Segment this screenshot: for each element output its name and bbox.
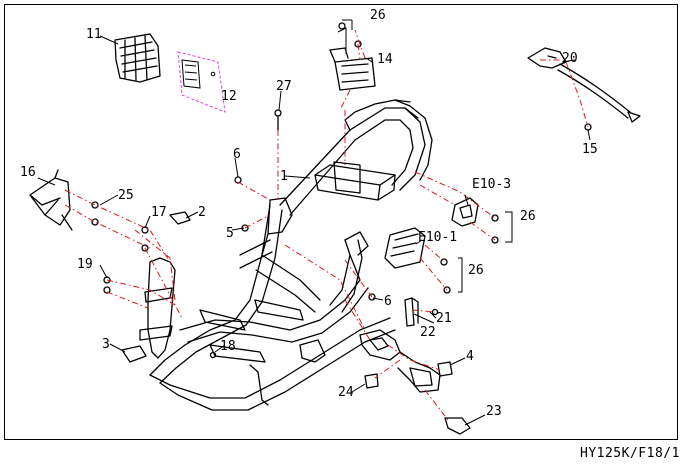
drawing-code: HY125K/F18/1: [580, 446, 680, 461]
callout-26-mid: 26: [468, 263, 484, 278]
callout-5: 5: [226, 226, 234, 241]
callout-20: 20: [562, 51, 578, 66]
part-12-highlight: [177, 51, 226, 113]
main-frame-body: [29, 22, 641, 435]
callout-e10-1: E10-1: [418, 230, 458, 245]
callout-12: 12: [221, 89, 237, 104]
callout-26-right: 26: [520, 209, 536, 224]
callout-24: 24: [338, 385, 354, 400]
callout-17: 17: [151, 205, 167, 220]
callout-23: 23: [486, 404, 502, 419]
callout-e10-3: E10-3: [472, 177, 512, 192]
leader-lines: [64, 29, 589, 421]
callout-3: 3: [102, 337, 110, 352]
callout-25: 25: [118, 188, 134, 203]
label-leaders: [37, 19, 591, 426]
callout-16: 16: [20, 165, 36, 180]
callout-6-mid: 6: [384, 294, 392, 309]
callout-26-top: 26: [370, 8, 386, 23]
diagram-frame: [4, 4, 678, 440]
callout-14: 14: [377, 52, 393, 67]
callout-2: 2: [198, 205, 206, 220]
callout-11: 11: [86, 27, 102, 42]
callout-1: 1: [280, 169, 288, 184]
callout-6-top: 6: [233, 147, 241, 162]
callout-4: 4: [466, 349, 474, 364]
callout-15: 15: [582, 142, 598, 157]
part-12-outline: [181, 59, 216, 89]
callout-22: 22: [420, 325, 436, 340]
callout-19: 19: [77, 257, 93, 272]
callout-27: 27: [276, 79, 292, 94]
callout-21: 21: [436, 311, 452, 326]
callout-18: 18: [220, 339, 236, 354]
